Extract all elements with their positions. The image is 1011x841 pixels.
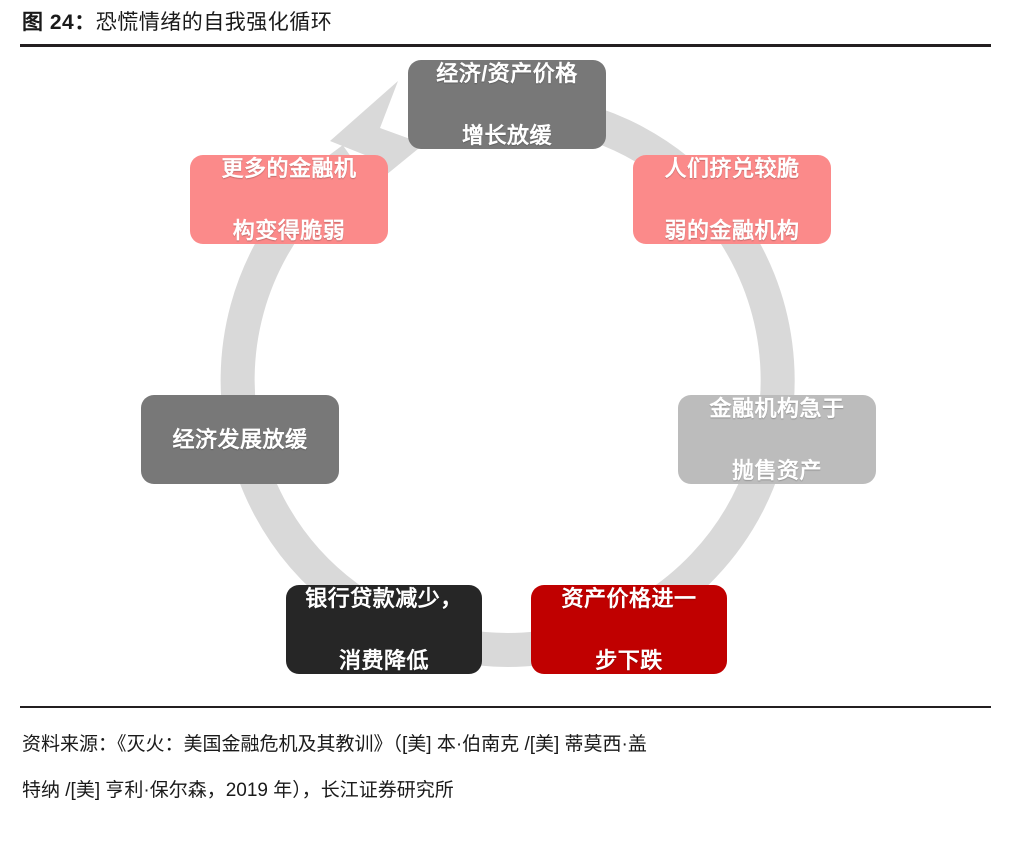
footer-divider <box>20 706 991 708</box>
source-note-line1: 资料来源：《灭火：美国金融危机及其教训》（[美] 本·伯南克 /[美] 蒂莫西·… <box>22 734 647 755</box>
cycle-node-credit-contraction[interactable]: 银行贷款减少， 消费降低 <box>286 585 482 674</box>
cycle-node-asset-price-drop-line2: 步下跌 <box>595 648 663 673</box>
cycle-diagram: 经济/资产价格 增长放缓 人们挤兑较脆 弱的金融机构 金融机构急于 抛售资产 资… <box>0 48 1011 700</box>
cycle-node-more-fragile-institutions-line1: 更多的金融机 <box>221 156 357 181</box>
cycle-node-economy-slowdown-line2: 增长放缓 <box>461 123 552 148</box>
header-divider <box>20 44 991 47</box>
cycle-node-bank-run-line1: 人们挤兑较脆 <box>664 156 800 181</box>
cycle-node-asset-price-drop-line1: 资产价格进一 <box>561 586 697 611</box>
source-note: 资料来源：《灭火：美国金融危机及其教训》（[美] 本·伯南克 /[美] 蒂莫西·… <box>22 722 982 814</box>
cycle-node-growth-slowdown[interactable]: 经济发展放缓 <box>141 395 339 484</box>
source-note-line2: 特纳 /[美] 亨利·保尔森，2019 年），长江证券研究所 <box>22 780 454 801</box>
cycle-node-fire-sale-line1: 金融机构急于 <box>709 396 845 421</box>
cycle-node-credit-contraction-line1: 银行贷款减少， <box>305 586 463 611</box>
figure-header: 图 24：恐慌情绪的自我强化循环 <box>0 0 1011 48</box>
cycle-node-economy-slowdown[interactable]: 经济/资产价格 增长放缓 <box>408 60 606 149</box>
cycle-arrowhead-icon <box>330 81 424 198</box>
cycle-node-fire-sale-line2: 抛售资产 <box>731 458 822 483</box>
cycle-node-growth-slowdown-line1: 经济发展放缓 <box>172 427 308 452</box>
cycle-node-bank-run[interactable]: 人们挤兑较脆 弱的金融机构 <box>633 155 831 244</box>
page-title: 图 24：恐慌情绪的自我强化循环 <box>22 8 991 38</box>
figure-title-text: 恐慌情绪的自我强化循环 <box>95 11 333 34</box>
cycle-node-fire-sale[interactable]: 金融机构急于 抛售资产 <box>678 395 876 484</box>
cycle-node-more-fragile-institutions-line2: 构变得脆弱 <box>232 218 346 243</box>
cycle-node-more-fragile-institutions[interactable]: 更多的金融机 构变得脆弱 <box>190 155 388 244</box>
figure-number: 图 24： <box>22 11 96 34</box>
cycle-node-economy-slowdown-line1: 经济/资产价格 <box>436 61 578 86</box>
cycle-node-credit-contraction-line2: 消费降低 <box>338 648 429 673</box>
cycle-node-bank-run-line2: 弱的金融机构 <box>664 218 800 243</box>
cycle-node-asset-price-drop[interactable]: 资产价格进一 步下跌 <box>531 585 727 674</box>
